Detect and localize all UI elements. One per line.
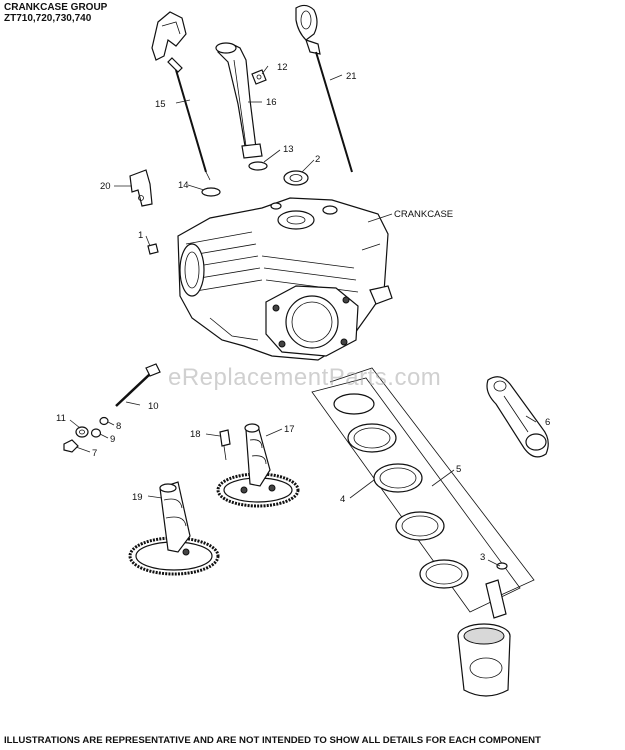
part-11-washer[interactable]	[75, 426, 89, 438]
callout-7: 7	[92, 448, 97, 459]
part-17-camshaft[interactable]	[216, 423, 300, 508]
callout-11: 11	[56, 413, 66, 424]
callout-19: 19	[132, 492, 143, 503]
callout-1: 1	[138, 230, 143, 241]
callout-16: 16	[266, 97, 277, 108]
callout-21: 21	[346, 71, 357, 82]
part-7-nut[interactable]	[63, 439, 79, 453]
callout-13: 13	[283, 144, 294, 155]
callout-15: 15	[155, 99, 166, 110]
part-13-o-ring[interactable]	[248, 161, 268, 171]
callout-9: 9	[110, 434, 115, 445]
part-16-dipstick-tube[interactable]	[215, 42, 263, 159]
callout-18: 18	[190, 429, 201, 440]
callout-17: 17	[284, 424, 295, 435]
callout-5: 5	[456, 464, 461, 475]
part-14-gasket[interactable]	[201, 187, 221, 197]
diagram-title-block: CRANKCASE GROUP ZT710,720,730,740	[4, 2, 107, 24]
crankcase-label: CRANKCASE	[394, 209, 453, 220]
callout-14: 14	[178, 180, 189, 191]
callout-10: 10	[148, 401, 159, 412]
footer-disclaimer: ILLUSTRATIONS ARE REPRESENTATIVE AND ARE…	[4, 735, 541, 746]
diagram-title: CRANKCASE GROUP	[4, 2, 108, 13]
callout-3: 3	[480, 552, 485, 563]
part-3-piston-pin-clip[interactable]	[485, 562, 508, 619]
part-20-bracket[interactable]	[129, 169, 153, 207]
part-2-oil-seal[interactable]	[283, 170, 309, 186]
callout-6: 6	[545, 417, 550, 428]
part-18-pin[interactable]	[219, 429, 231, 461]
part-1-dowel-pin[interactable]	[147, 243, 159, 255]
model-list: ZT710,720,730,740	[4, 13, 92, 24]
callout-2: 2	[315, 154, 320, 165]
part-8-ring[interactable]	[99, 416, 109, 426]
callout-20: 20	[100, 181, 111, 192]
watermark: eReplacementParts.com	[168, 364, 442, 391]
piston-illustration[interactable]	[457, 623, 511, 697]
callout-12: 12	[277, 62, 288, 73]
part-9-spacer[interactable]	[90, 428, 102, 438]
part-10-pushrod[interactable]	[115, 363, 161, 407]
part-19-gear-shaft[interactable]	[128, 481, 220, 576]
part-6-connecting-rod[interactable]	[486, 376, 549, 458]
part-15-dipstick[interactable]	[151, 11, 211, 181]
part-4-part-5-piston-rings[interactable]	[311, 367, 535, 613]
crankcase-illustration[interactable]	[177, 197, 393, 361]
part-21-dipstick[interactable]	[295, 4, 353, 173]
callout-8: 8	[116, 421, 121, 432]
callout-4: 4	[340, 494, 345, 505]
